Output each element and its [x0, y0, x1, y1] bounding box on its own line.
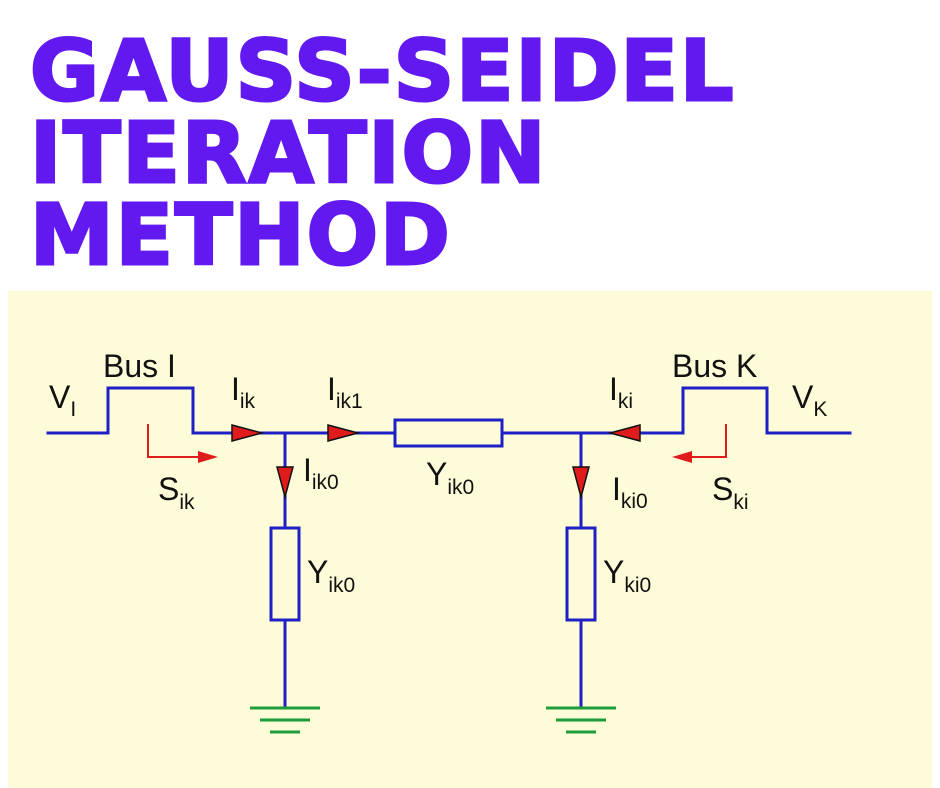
title-line-2: ITERATION: [28, 104, 548, 202]
ground-symbol-k: [546, 706, 616, 734]
shunt-admittance-i: [269, 526, 301, 622]
power-ki-label: Ski: [712, 471, 749, 514]
series-admittance: [393, 418, 504, 448]
power-arrowhead-ki: [672, 451, 692, 463]
current-ki-label: Iki: [609, 371, 633, 413]
bus-i-wire: [46, 386, 397, 435]
bus-k-wire: [681, 386, 852, 435]
series-admittance-label: Yik0: [426, 456, 474, 499]
title-line-1: GAUSS-SEIDEL: [28, 22, 736, 120]
diagram-panel: [8, 291, 932, 788]
bus-k-label: Bus K: [672, 348, 757, 384]
current-arrow-ki0: [572, 466, 590, 500]
power-ik-label: Sik: [158, 471, 195, 514]
power-arrowhead-ik: [198, 451, 218, 463]
shunt-admittance-k-label: Yki0: [603, 554, 651, 597]
ground-symbol-i: [250, 706, 320, 734]
voltage-i-label: VI: [49, 379, 76, 421]
current-arrow-ki: [607, 424, 641, 442]
current-arrow-ik: [231, 424, 265, 442]
current-ik1-label: Iik1: [327, 371, 363, 413]
current-arrow-ik0: [276, 466, 294, 500]
title-line-3: METHOD: [28, 186, 452, 284]
current-ik-label: Iik: [231, 371, 256, 413]
current-arrow-ik1: [327, 424, 361, 442]
power-arrow-ik: [147, 424, 200, 458]
voltage-k-label: VK: [792, 379, 827, 421]
power-arrow-ki: [690, 424, 727, 458]
current-ik0-label: Iik0: [303, 452, 339, 494]
page-title: GAUSS-SEIDEL ITERATION METHOD: [28, 22, 736, 284]
current-ki0-label: Iki0: [612, 471, 648, 513]
shunt-admittance-i-label: Yik0: [307, 554, 355, 597]
shunt-admittance-k: [565, 526, 597, 622]
bus-i-label: Bus I: [103, 348, 176, 384]
